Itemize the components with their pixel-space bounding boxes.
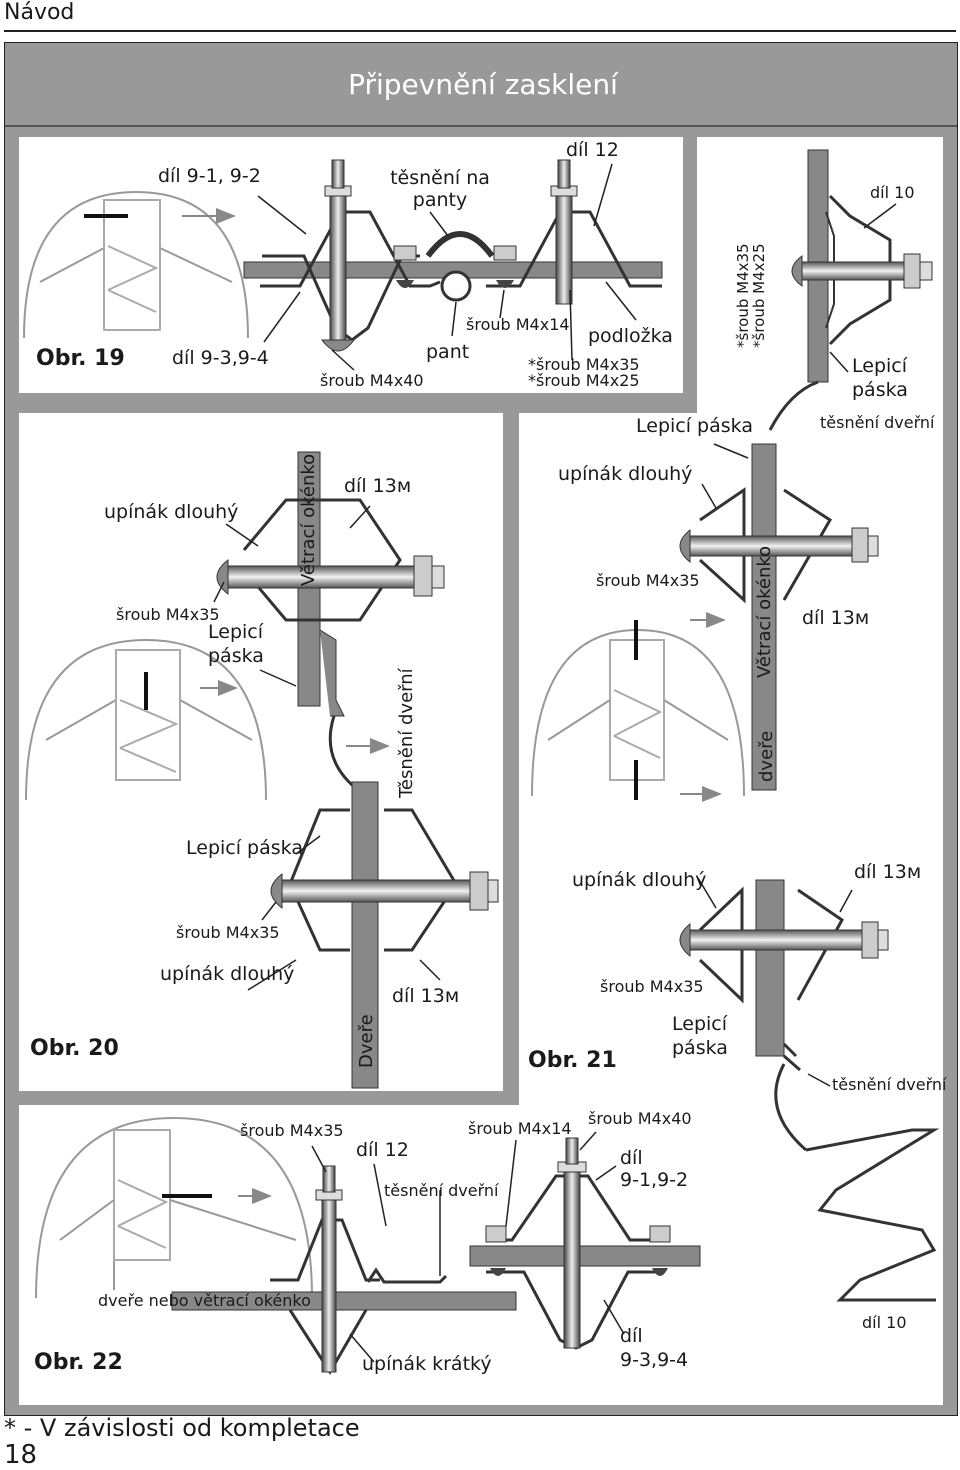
label-sroub-m4x35-bottom-21: šroub M4x35 [600, 977, 704, 996]
footnote: * - V závislosti od kompletace [4, 1414, 360, 1442]
label-dvere-20: Dveře [356, 1014, 377, 1068]
page-number: 18 [4, 1440, 38, 1470]
label-lepici-top: Lepicí [852, 355, 908, 377]
label-dvere-21: dveře [756, 730, 777, 782]
label-dil-91-22-b: 9-1,9-2 [620, 1169, 689, 1191]
label-dil13m-top-21: díl 13м [802, 607, 870, 629]
label-tesneni-na-panty: těsnění na panty [390, 167, 490, 211]
label-sroub-m4x14: šroub M4x14 [466, 315, 570, 334]
profile-dil10 [805, 1128, 940, 1302]
label-upinak-top-21: upínák dlouhý [558, 463, 693, 485]
label-vetraci-21: Větrací okénko [754, 545, 775, 678]
figure-label-obr21: Obr. 21 [528, 1048, 617, 1073]
label-dvere-nebo-22: dveře nebo větrací okénko [98, 1291, 311, 1310]
label-sroub-m4x35-bottom-20: šroub M4x35 [176, 923, 280, 942]
label-upinak-bottom-20: upínák dlouhý [160, 963, 295, 985]
label-dil12: díl 12 [566, 139, 619, 161]
label-dil10-top: díl 10 [870, 183, 915, 202]
panel-obr20 [19, 413, 503, 1091]
label-sroub-m4x35-top-21: šroub M4x35 [596, 571, 700, 590]
clamp-obr21-top [679, 443, 879, 791]
clamp-obr20-top [216, 451, 445, 792]
label-paska-21: páska [672, 1037, 728, 1059]
label-dil-93-94: díl 9-3,9-4 [172, 347, 269, 369]
clamp-obr21-bottom [679, 879, 889, 1152]
panel-obr21 [519, 413, 943, 1111]
label-sroub-m4x14-22: šroub M4x14 [468, 1119, 572, 1138]
page-title: Připevnění zasklení [348, 67, 618, 101]
label-tesneni-dverni-22: těsnění dveřní [384, 1181, 499, 1200]
label-dil-91-92: díl 9-1, 9-2 [158, 165, 261, 187]
label-dil13m-bottom-20: díl 13м [392, 985, 460, 1007]
label-dil-91-22-a: díl [620, 1147, 643, 1169]
title-bar: Připevnění zasklení [5, 43, 957, 127]
section-header: Návod [4, 0, 75, 25]
label-sroub-m4x35-22: šroub M4x35 [240, 1121, 344, 1140]
label-vetraci-20: Větrací okénko [298, 453, 319, 586]
label-lepici-paska-20: Lepicí páska [186, 837, 303, 859]
figure-label-obr19: Obr. 19 [36, 346, 125, 371]
label-sroub-m4x25-vert: *šroub M4x25 [750, 243, 768, 348]
label-lepici-21: Lepicí [672, 1013, 728, 1035]
header-rule [4, 30, 956, 32]
label-sroub-m4x40-22: šroub M4x40 [588, 1109, 692, 1128]
label-lepici-20: Lepicí [208, 621, 264, 643]
figure-label-obr20: Obr. 20 [30, 1036, 119, 1061]
label-dil13m-top-20: díl 13м [344, 475, 412, 497]
greenhouse-sketch-obr19 [23, 190, 249, 339]
greenhouse-sketch-obr20 [25, 638, 267, 801]
label-paska-20: páska [208, 645, 264, 667]
panel-obr21-bottom [705, 1083, 943, 1405]
label-upinak-kratky-22: upínák krátký [362, 1353, 492, 1375]
greenhouse-sketch-obr22 [35, 1116, 313, 1299]
clamp-obr22 [171, 1137, 701, 1375]
label-tesneni-dverni-bottom-21: těsnění dveřní [832, 1075, 947, 1094]
label-sroub-m4x25-star: *šroub M4x25 [528, 371, 640, 390]
label-dil12-22: díl 12 [356, 1139, 409, 1161]
label-dil10-bottom: díl 10 [862, 1313, 907, 1332]
label-dil13m-bottom-21: díl 13м [854, 861, 922, 883]
label-lepici-paska-21: Lepicí páska [636, 415, 753, 437]
label-dil-93-22-a: díl [620, 1325, 643, 1347]
label-sroub-m4x40: šroub M4x40 [320, 371, 424, 390]
label-paska-top: páska [852, 379, 908, 401]
figure-label-obr22: Obr. 22 [34, 1350, 123, 1375]
hinge-assembly [243, 159, 663, 352]
label-sroub-m4x35-top-20: šroub M4x35 [116, 605, 220, 624]
label-tesneni-dverni-20: Těsnění dveřní [396, 668, 417, 798]
label-upinak-top-20: upínák dlouhý [104, 501, 239, 523]
label-pant: pant [426, 341, 470, 363]
label-tesneni-dverni-top-21: těsnění dveřní [820, 413, 935, 432]
leader-lines-obr19 [257, 163, 637, 371]
label-upinak-bottom-21: upínák dlouhý [572, 869, 707, 891]
label-dil-93-22-b: 9-3,9-4 [620, 1349, 689, 1371]
clamp-dil10 [768, 149, 933, 431]
label-sroub-m4x35-star: *šroub M4x35 [528, 355, 640, 374]
label-podlozka: podložka [588, 325, 673, 347]
clamp-obr20-bottom [270, 781, 499, 1089]
